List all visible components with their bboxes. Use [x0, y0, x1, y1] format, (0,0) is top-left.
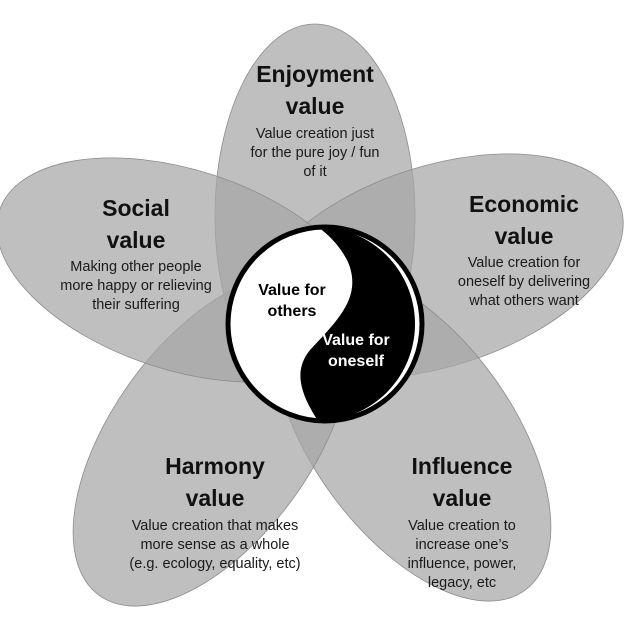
influence-label: Influence value Value creation to increa…	[382, 450, 542, 593]
economic-title: Economic value	[469, 191, 579, 249]
yin-yang-black-half	[300, 227, 415, 421]
economic-description: Value creation for oneself by delivering…	[457, 255, 591, 309]
influence-description: Value creation to increase one’s influen…	[407, 518, 517, 591]
enjoyment-title: Enjoyment value	[256, 61, 374, 119]
social-title: Social value	[102, 195, 170, 253]
economic-label: Economic value Value creation for onesel…	[440, 188, 608, 311]
enjoyment-description: Value creation just for the pure joy / f…	[250, 126, 380, 180]
harmony-title: Harmony value	[165, 453, 265, 511]
yin-yang-border	[225, 224, 425, 424]
enjoyment-label: Enjoyment value Value creation just for …	[220, 58, 410, 182]
harmony-label: Harmony value Value creation that makes …	[115, 450, 315, 574]
value-for-others-label: Value for others	[258, 282, 326, 320]
social-label: Social value Making other people more ha…	[52, 192, 220, 315]
social-description: Making other people more happy or reliev…	[60, 259, 212, 313]
influence-title: Influence value	[411, 453, 513, 511]
value-for-oneself-label: Value for oneself	[322, 332, 390, 370]
yin-yang-center	[225, 224, 425, 424]
harmony-description: Value creation that makes more sense as …	[129, 518, 301, 572]
